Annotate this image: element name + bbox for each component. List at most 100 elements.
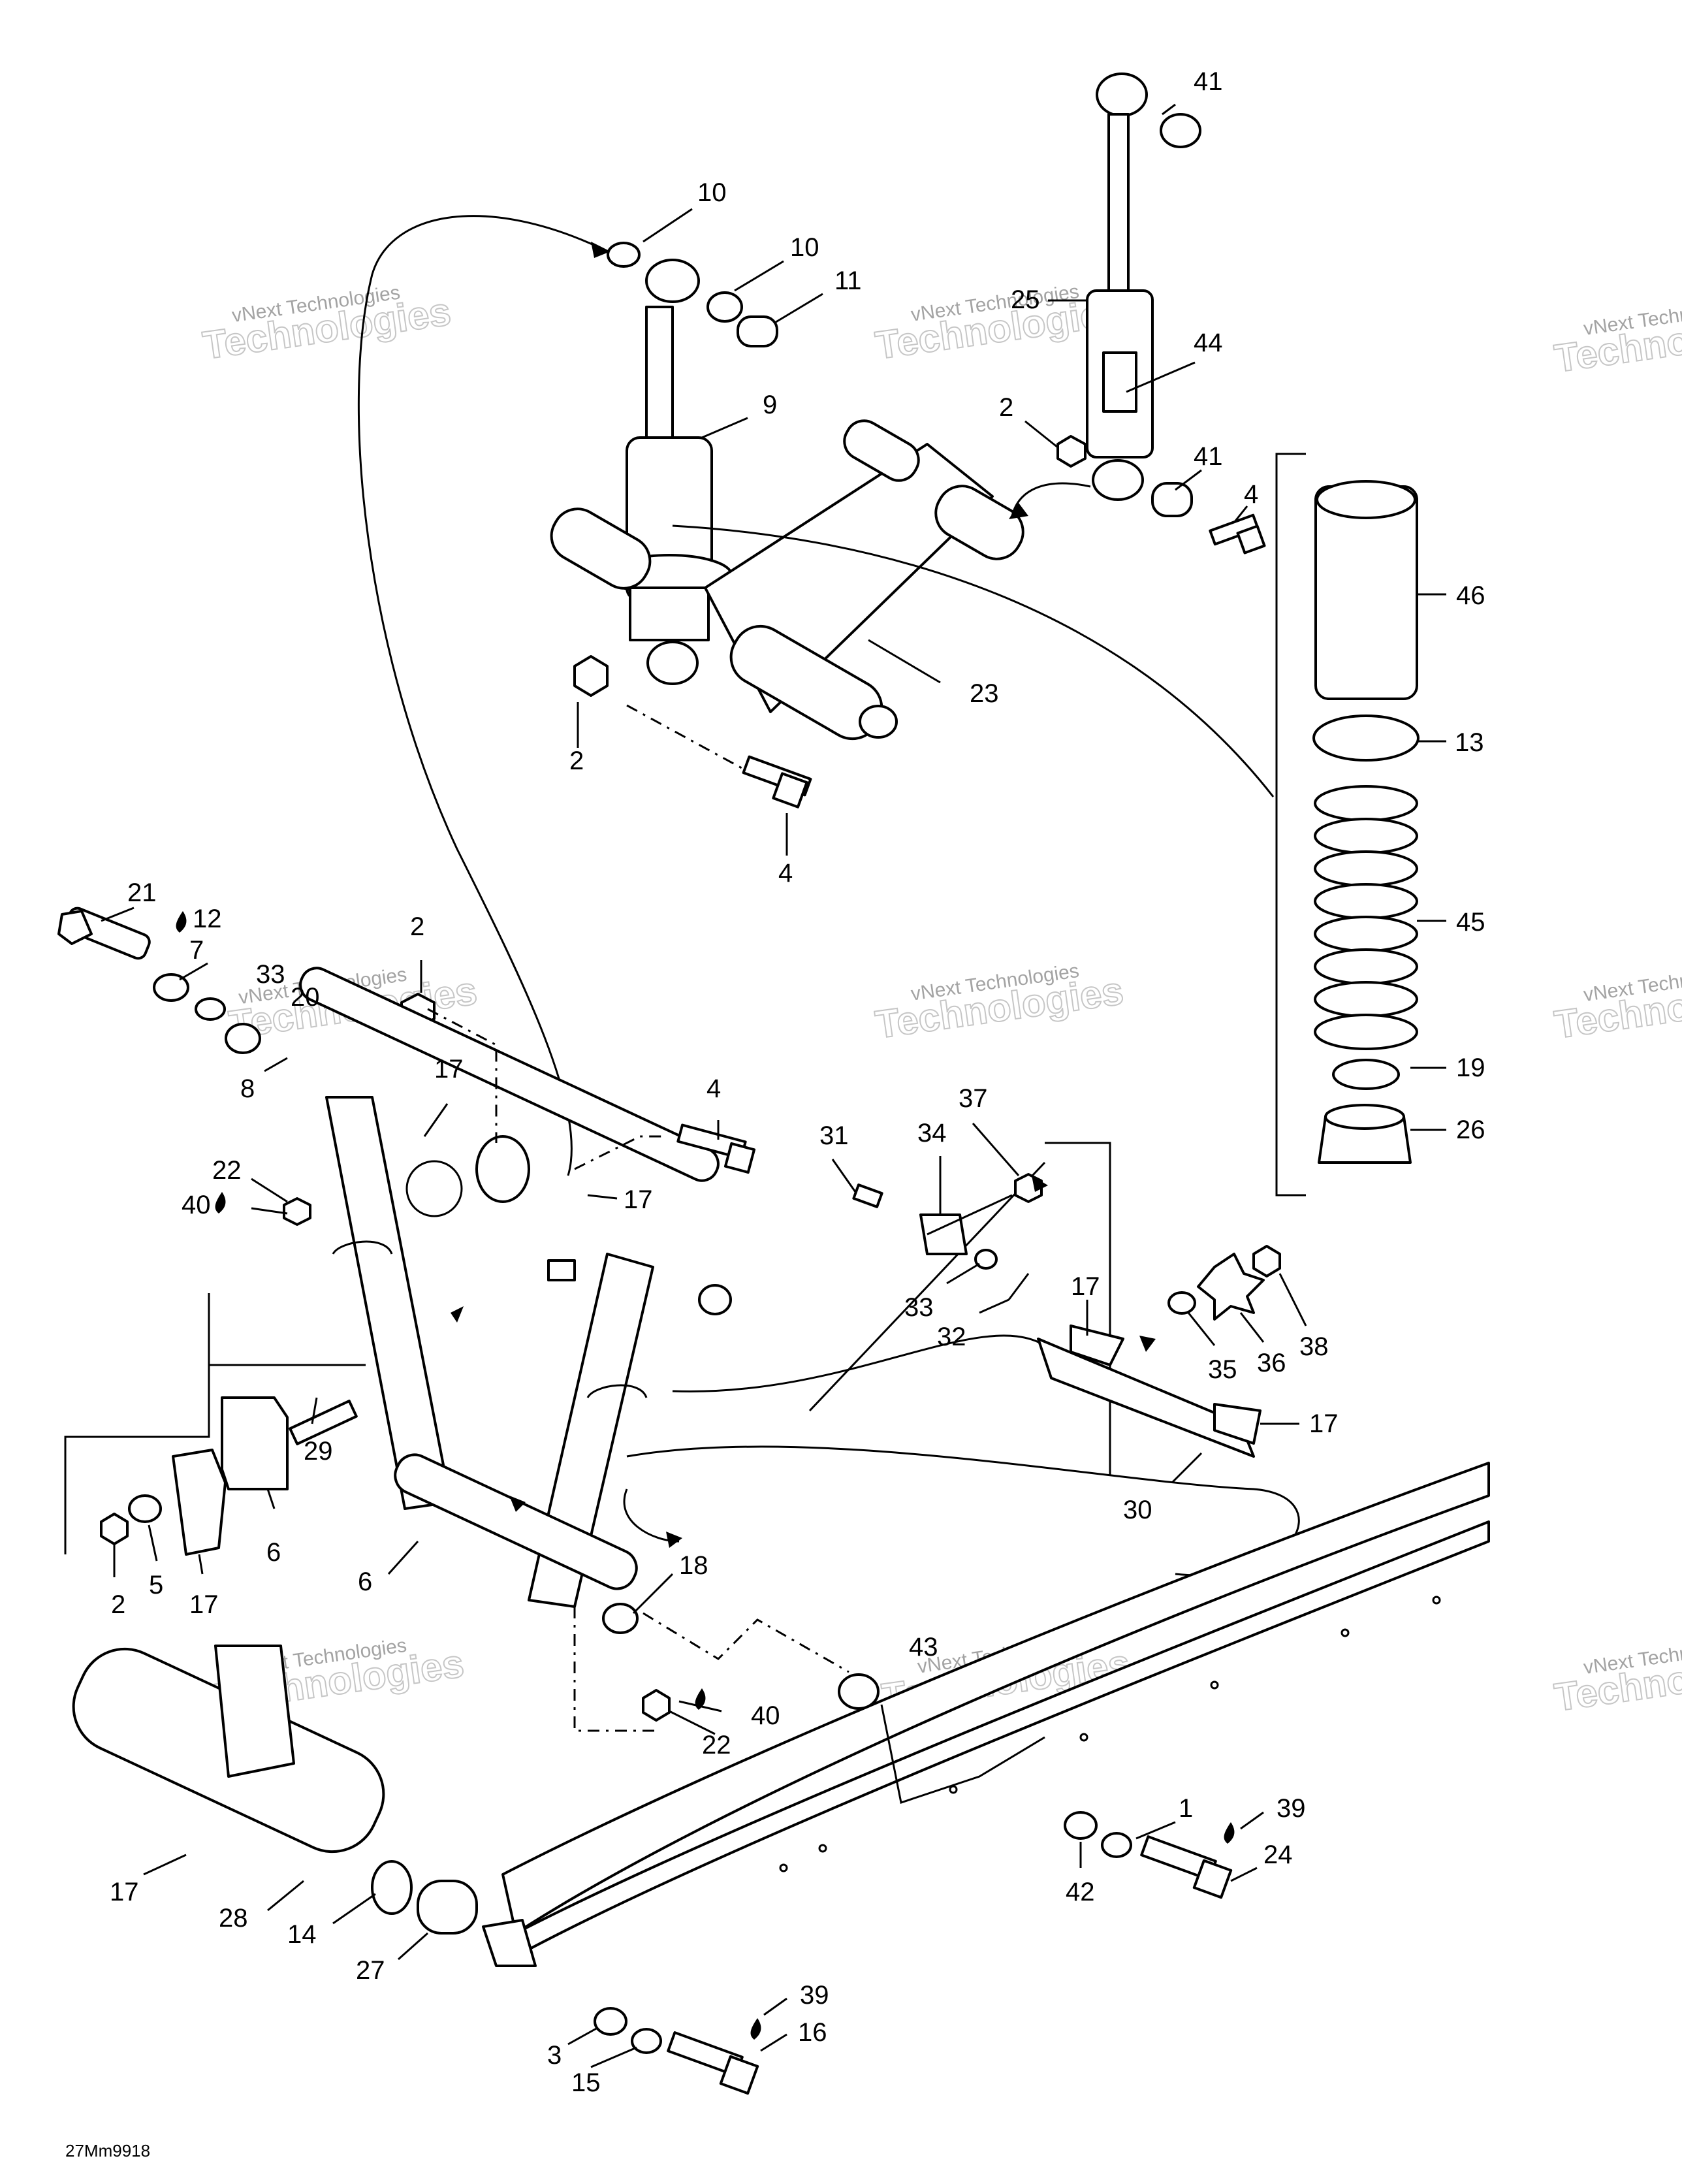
bushing-10: [607, 242, 641, 268]
spring-seat-13: [1312, 715, 1420, 762]
callout-22: 22: [212, 1156, 242, 1185]
bushing-10b: [706, 291, 743, 323]
slide-bracket-assembly: [808, 1142, 1281, 1476]
shock-eye-top: [645, 259, 700, 303]
knob-36: [1197, 1253, 1265, 1321]
bolt-4c-head: [723, 1142, 756, 1174]
rail-bracket: [880, 1704, 1045, 1804]
callout-5: 5: [149, 1571, 163, 1599]
arm-brace: [586, 1384, 648, 1398]
callout-2: 2: [569, 747, 584, 775]
callout-6: 6: [266, 1538, 281, 1567]
callout-17: 17: [1309, 1409, 1339, 1438]
callout-16: 16: [798, 2018, 827, 2047]
callout-7: 7: [189, 936, 204, 965]
spring-assembly: [1275, 453, 1420, 1196]
callout-44: 44: [1194, 329, 1223, 357]
group-bracket: [1275, 453, 1306, 1196]
callout-27: 27: [356, 1956, 385, 1985]
callout-32: 32: [937, 1323, 966, 1351]
grease-fitting-22: [283, 1197, 311, 1226]
callout-40: 40: [751, 1701, 780, 1730]
slide-rail-upper: [501, 1462, 1490, 1935]
dash-line: [643, 1612, 849, 1673]
watermark: vNext Technologies Technologies: [1551, 961, 1682, 1047]
front-shock-assembly: [1011, 72, 1266, 554]
callout-4: 4: [1244, 480, 1258, 509]
callout-46: 46: [1456, 581, 1485, 610]
diagram-code: 27Mm9918: [65, 2141, 150, 2160]
cotter-pin-32: [1008, 1273, 1030, 1300]
bolt-4b: [1209, 513, 1260, 546]
callouts: 10 10 11 9 23 2 4 41 25 44 2 41 4 46 13 …: [110, 67, 1485, 2097]
bracket-17-small: [172, 1449, 227, 1556]
pivot-tube-b: [934, 485, 1024, 560]
callout-1: 1: [1179, 1794, 1193, 1823]
callout-2: 2: [111, 1590, 125, 1619]
watermark: vNext Technologies Technologies: [1551, 295, 1682, 381]
callout-38: 38: [1299, 1332, 1329, 1361]
slide-bracket-30: [1037, 1338, 1255, 1458]
shock-label: [1102, 351, 1137, 413]
washer-33b: [974, 1249, 998, 1270]
callout-9: 9: [763, 391, 777, 419]
bushing-41: [1160, 113, 1201, 148]
bushing-41b: [1151, 482, 1193, 517]
tube-end: [859, 705, 898, 739]
drop-icon-12: [176, 911, 187, 933]
shock-lower-body: [629, 586, 710, 641]
callout-33: 33: [904, 1293, 934, 1322]
callout-10: 10: [697, 178, 727, 207]
arrow-curve: [1011, 482, 1091, 517]
callout-36: 36: [1257, 1349, 1286, 1377]
callout-42: 42: [1066, 1878, 1095, 1906]
callout-24: 24: [1263, 1840, 1293, 1869]
arrow-head: [591, 242, 611, 258]
callout-12: 12: [193, 905, 222, 933]
spring-45: [1314, 785, 1418, 1050]
dash-line: [574, 1135, 666, 1170]
bolt-4-head: [772, 772, 808, 809]
watermark: vNext Technologies Technologies: [200, 281, 454, 368]
callout-4: 4: [706, 1074, 721, 1103]
routing-curve: [626, 1445, 1300, 1577]
pivot-tube-a: [843, 419, 920, 482]
washer-35: [1167, 1291, 1196, 1315]
nut-2: [1056, 435, 1087, 468]
shaft-end: [698, 1284, 732, 1315]
callout-19: 19: [1456, 1053, 1485, 1082]
slide-rail-lower: [515, 1520, 1490, 1954]
arm-leg-left: [325, 1096, 452, 1510]
callout-13: 13: [1455, 728, 1484, 757]
callout-39: 39: [800, 1981, 829, 2010]
pivot-tube-c: [550, 507, 652, 590]
lower-left-parts: [72, 1396, 478, 1935]
callout-6: 6: [358, 1567, 372, 1596]
drop-icon-39: [1224, 1822, 1235, 1844]
drop-icon-40: [215, 1192, 226, 1213]
washer-33: [195, 997, 226, 1021]
routing-curve: [357, 215, 601, 1176]
washer-1: [1101, 1832, 1132, 1858]
bushing-27: [417, 1880, 478, 1935]
callout-8: 8: [240, 1074, 255, 1103]
bracket-17-lower: [214, 1645, 295, 1778]
callout-30: 30: [1123, 1496, 1152, 1524]
cross-shaft-8: [299, 967, 720, 1182]
callout-18: 18: [679, 1551, 708, 1580]
arm-brace: [332, 1240, 393, 1255]
slider-block: [1213, 1403, 1262, 1445]
callout-43: 43: [909, 1633, 938, 1662]
curve-to-spring: [672, 524, 1275, 797]
washer-3: [594, 2007, 627, 2036]
plate: [547, 1259, 576, 1281]
group-line: [808, 1161, 1046, 1412]
shaft-collar: [475, 1135, 530, 1203]
callout-34: 34: [917, 1119, 947, 1148]
callout-4: 4: [778, 859, 793, 888]
drop-icon-40b: [695, 1688, 706, 1710]
washer-5: [128, 1494, 162, 1523]
callout-14: 14: [287, 1920, 317, 1949]
bolt-29: [289, 1400, 358, 1445]
